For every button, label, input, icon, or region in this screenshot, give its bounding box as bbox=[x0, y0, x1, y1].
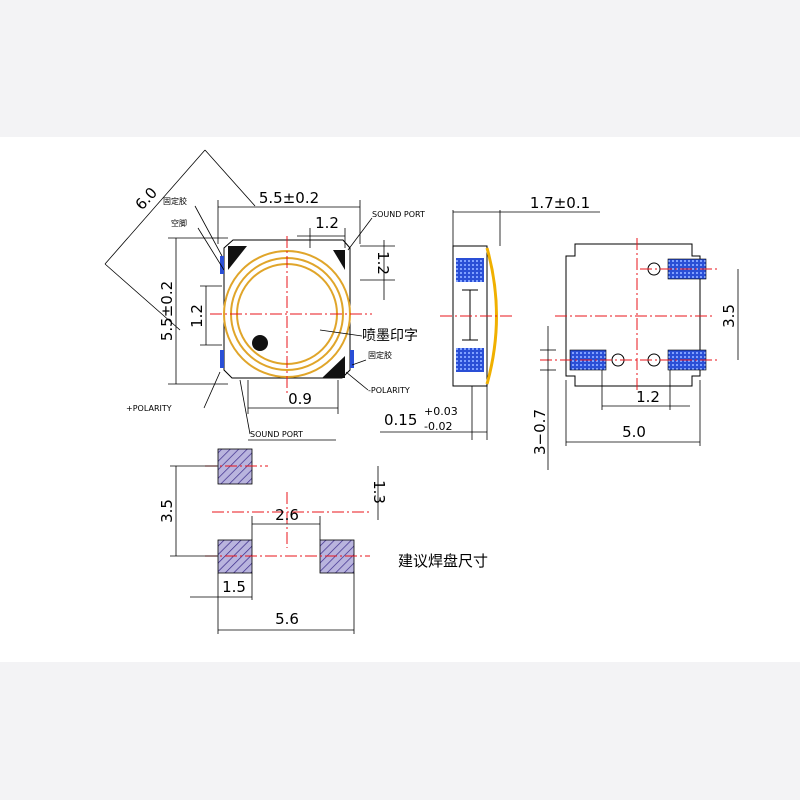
top-view: 6.0 5.5±0.2 1.2 1.2 5.5±0.2 1.2 0.9 固定胶 bbox=[104, 149, 425, 441]
dim-tol-down: -0.02 bbox=[424, 420, 452, 433]
dim-diagonal: 6.0 bbox=[132, 184, 161, 214]
side-view: 1.7±0.1 0.15 +0.03 -0.02 bbox=[380, 194, 600, 440]
dim-right-12: 1.2 bbox=[636, 388, 660, 406]
label-sound-port-bottom: SOUND PORT bbox=[250, 430, 303, 439]
dim-right-50: 5.0 bbox=[622, 423, 646, 441]
dim-port-width: 1.2 bbox=[315, 214, 339, 232]
dim-tol-base: 0.15 bbox=[384, 411, 417, 429]
drawing-sheet bbox=[0, 137, 800, 662]
dim-thickness: 1.7±0.1 bbox=[530, 194, 590, 212]
label-sound-port-top: SOUND PORT bbox=[372, 210, 425, 219]
fp-dim-13: 1.3 bbox=[370, 480, 388, 504]
fp-dim-35: 3.5 bbox=[158, 499, 176, 523]
label-fixed-glue-top: 固定胶 bbox=[163, 196, 187, 206]
fp-dim-26: 2.6 bbox=[275, 506, 299, 524]
label-hollow: 空脚 bbox=[171, 218, 187, 228]
dim-right-range: 3−0.7 bbox=[531, 409, 549, 455]
dim-tol-up: +0.03 bbox=[424, 405, 458, 418]
label-ink-print: 喷墨印字 bbox=[362, 328, 418, 344]
dim-side-height: 5.5±0.2 bbox=[158, 281, 176, 341]
label-fixed-glue-right: 固定胶 bbox=[368, 350, 392, 360]
dim-side-12: 1.2 bbox=[188, 304, 206, 328]
label-footprint: 建议焊盘尺寸 bbox=[398, 552, 488, 570]
dim-right-35: 3.5 bbox=[720, 304, 738, 328]
label-polarity-plus: +POLARITY bbox=[126, 404, 172, 413]
fp-dim-15: 1.5 bbox=[222, 578, 246, 596]
label-polarity-minus: -POLARITY bbox=[368, 386, 410, 395]
bottom-view: 3.5 1.2 5.0 3−0.7 bbox=[531, 238, 739, 470]
dim-port-height: 1.2 bbox=[374, 251, 392, 275]
dim-bottom: 0.9 bbox=[288, 390, 312, 408]
fp-dim-56: 5.6 bbox=[275, 610, 299, 628]
dim-top-width: 5.5±0.2 bbox=[259, 189, 319, 207]
footprint-view: 3.5 1.3 2.6 1.5 5.6 建议焊盘尺寸 bbox=[158, 448, 488, 634]
